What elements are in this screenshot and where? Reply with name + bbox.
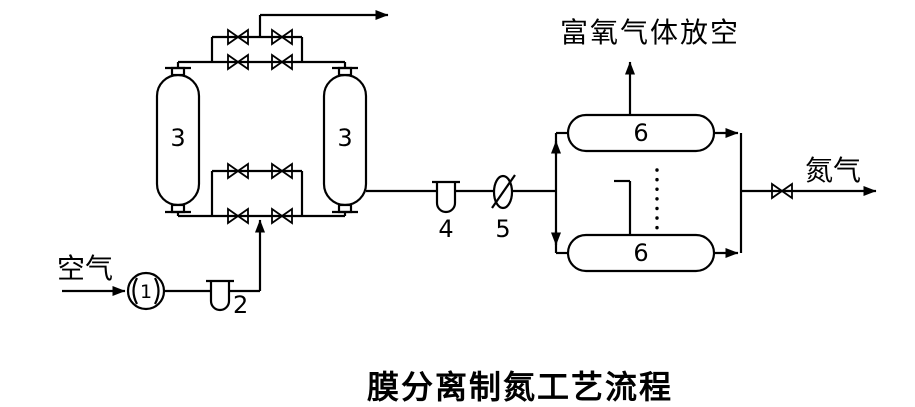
adsorption-tower-right: 3 — [322, 66, 368, 214]
valve-manifold-top — [227, 28, 293, 71]
valve-icon — [271, 162, 293, 180]
adsorption-tower-left: 3 — [155, 66, 201, 214]
nitrogen-outlet-valve — [771, 182, 793, 200]
buffer-vessel-2: 2 — [206, 279, 248, 319]
valve-icon — [227, 53, 249, 71]
membrane-module-top: 6 — [566, 113, 716, 153]
vessel-4-icon — [435, 182, 457, 214]
tower-left-label: 3 — [170, 124, 185, 152]
compressor-vane-right — [154, 277, 160, 305]
valve-manifold-bottom — [227, 162, 293, 225]
membrane-top-label: 6 — [633, 119, 648, 147]
diagram-title: 膜分离制氮工艺流程 — [367, 368, 673, 406]
filter-5: 5 — [491, 174, 516, 243]
valve-icon — [227, 162, 249, 180]
valve-icon — [271, 28, 293, 46]
vessel-4-label: 4 — [438, 215, 453, 243]
vessel-4: 4 — [432, 180, 460, 243]
compressor-vane-left — [132, 277, 138, 305]
buffer-vessel-label: 2 — [233, 291, 248, 319]
membrane-module-bottom: 6 — [566, 233, 716, 273]
oxygen-vent-label: 富氧气体放空 — [560, 16, 740, 49]
filter-5-label: 5 — [495, 215, 510, 243]
tower-right-label: 3 — [337, 124, 352, 152]
air-label: 空气 — [57, 252, 113, 285]
membrane-bottom-label: 6 — [633, 239, 648, 267]
compressor-1: 1 — [126, 271, 166, 311]
membrane-bottom-shell — [566, 233, 716, 273]
nitrogen-label: 氮气 — [805, 154, 861, 187]
valve-icon — [227, 207, 249, 225]
valve-icon — [271, 53, 293, 71]
piping — [62, 10, 877, 296]
compressor-label: 1 — [140, 281, 152, 303]
membrane-top-shell — [566, 113, 716, 153]
compressor-icon — [126, 271, 166, 311]
valve-icon — [271, 207, 293, 225]
filter-slash — [491, 174, 516, 209]
valve-icon — [227, 28, 249, 46]
buffer-vessel-icon — [209, 281, 231, 312]
valve-icon — [771, 182, 793, 200]
